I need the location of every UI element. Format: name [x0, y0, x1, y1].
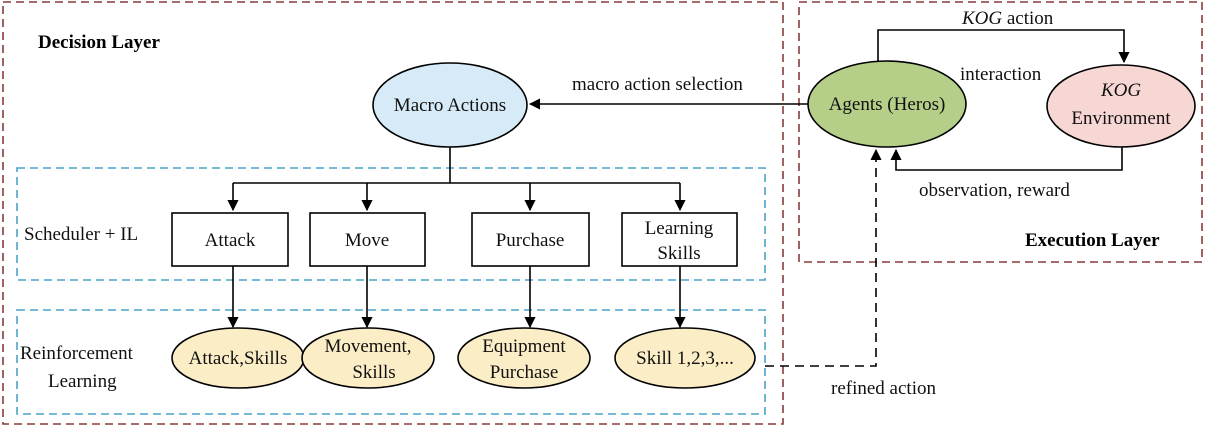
rl-skills-label: Skill 1,2,3,...: [636, 348, 734, 369]
scheduler-row-frame: [16, 167, 766, 281]
kog-environment-node: [1046, 64, 1196, 148]
rl-movement-label-line1: Movement,: [324, 336, 411, 357]
kog-action-edge: [877, 29, 1130, 64]
execution-layer-title: Execution Layer: [1025, 230, 1160, 251]
action-attack-label: Attack: [205, 230, 256, 251]
rl-node-skills-123: Skill 1,2,3,...: [614, 327, 756, 389]
rl-node-equipment-purchase: Equipment Purchase: [457, 327, 591, 389]
rl-movement-label-line2: Skills: [352, 362, 395, 383]
macro-selection-label: macro action selection: [572, 74, 743, 95]
action-box-learning-skills: Learning Skills: [621, 212, 738, 267]
refined-action-edge: [765, 148, 882, 367]
scheduler-row-label: Scheduler + IL: [24, 224, 138, 245]
rl-row-frame: [16, 309, 766, 415]
rl-equipment-label-line1: Equipment: [482, 336, 566, 357]
kog-action-label: KOG action: [961, 8, 1054, 29]
agents-label: Agents (Heros): [829, 94, 946, 115]
env-label-line1: KOG: [1100, 80, 1141, 101]
refined-action-label: refined action: [831, 378, 936, 399]
action-box-purchase: Purchase: [471, 212, 590, 267]
observation-edge: [890, 147, 1123, 171]
interaction-label: interaction: [960, 64, 1042, 85]
execution-layer-frame: [798, 1, 1203, 263]
action-learning-label-line1: Learning: [645, 218, 714, 239]
decision-layer-title: Decision Layer: [38, 32, 160, 53]
decision-layer-frame: [2, 1, 784, 425]
rl-row-label-line1: Reinforcement: [20, 343, 134, 364]
action-move-label: Move: [345, 230, 389, 251]
observation-label: observation, reward: [919, 180, 1070, 201]
macro-actions-label: Macro Actions: [394, 95, 506, 116]
action-learning-label-line2: Skills: [657, 243, 700, 264]
action-box-attack: Attack: [171, 212, 289, 267]
rl-attack-label: Attack,Skills: [189, 348, 288, 369]
action-purchase-label: Purchase: [496, 230, 565, 251]
rl-row-label-line2: Learning: [48, 371, 117, 392]
rl-node-attack-skills: Attack,Skills: [171, 327, 305, 389]
action-box-move: Move: [309, 212, 426, 267]
env-label-line2: Environment: [1071, 108, 1171, 129]
rl-equipment-label-line2: Purchase: [490, 362, 559, 383]
rl-node-movement-skills: Movement, Skills: [301, 327, 435, 389]
